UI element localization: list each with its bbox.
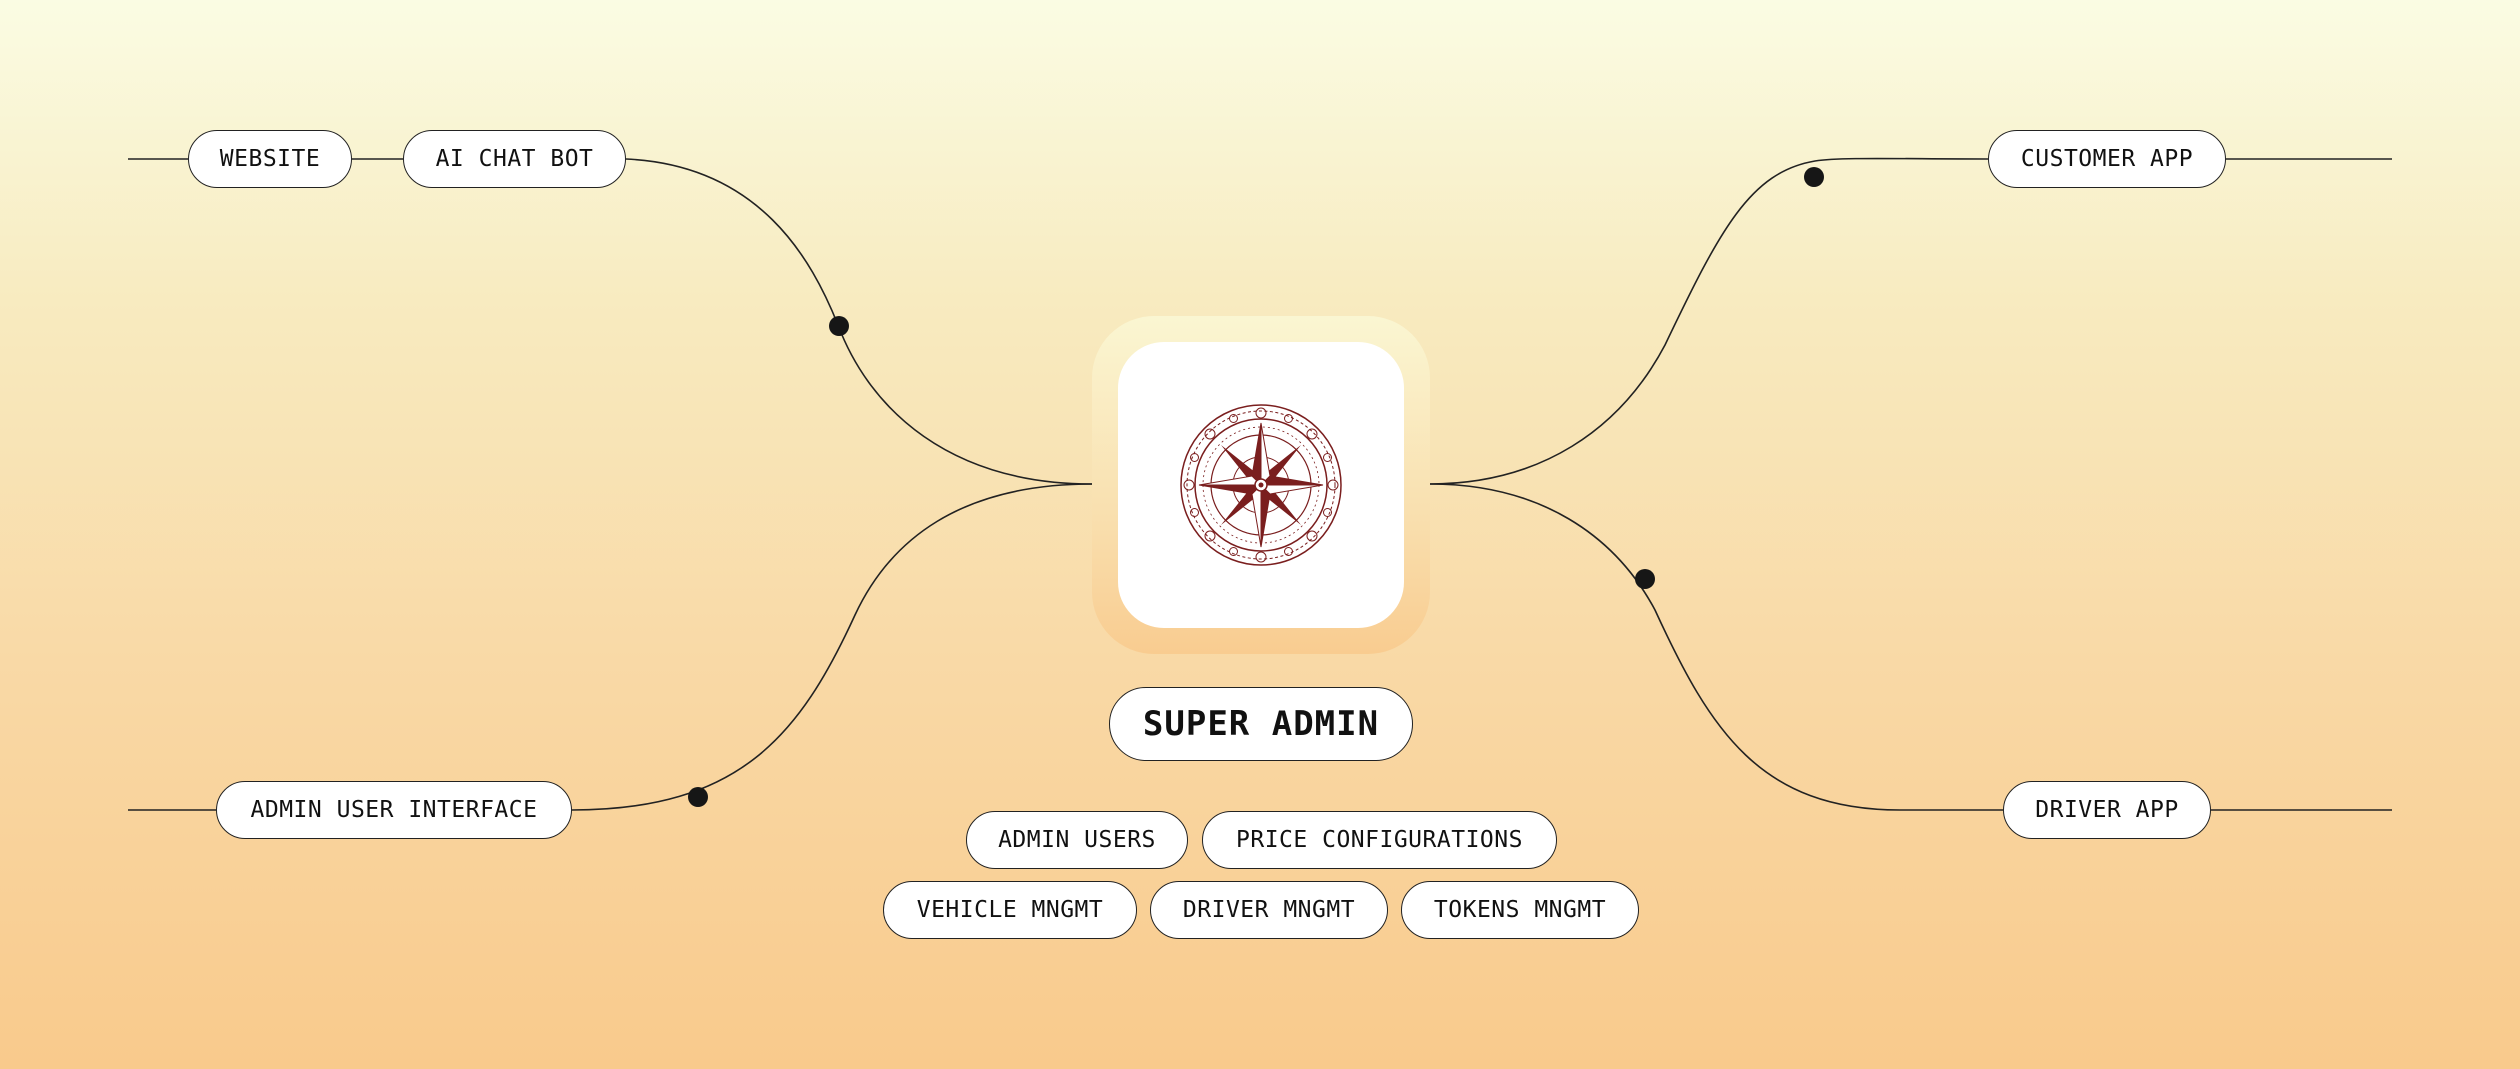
module-tokens-mngmt: TOKENS MNGMT xyxy=(1401,881,1639,939)
super-admin-label: SUPER ADMIN xyxy=(1109,687,1413,761)
module-price-configurations: PRICE CONFIGURATIONS xyxy=(1202,811,1557,869)
line-hub-to-admin-ui xyxy=(571,483,1093,811)
admin-user-interface-node: ADMIN USER INTERFACE xyxy=(216,781,572,839)
compass-rose-logo xyxy=(1180,404,1342,566)
connector-dot xyxy=(1804,167,1824,187)
hub-card xyxy=(1092,316,1430,654)
connector-dot xyxy=(829,316,849,336)
line-chatbot-to-hub xyxy=(625,158,1093,485)
module-vehicle-mngmt: VEHICLE MNGMT xyxy=(883,881,1137,939)
line-hub-to-driver xyxy=(1429,483,2003,811)
ai-chat-bot-node: AI CHAT BOT xyxy=(403,130,626,188)
website-node: WEBSITE xyxy=(188,130,352,188)
driver-app-node: DRIVER APP xyxy=(2003,781,2211,839)
module-admin-users: ADMIN USERS xyxy=(966,811,1188,869)
module-driver-mngmt: DRIVER MNGMT xyxy=(1150,881,1388,939)
connector-dot xyxy=(688,787,708,807)
line-hub-to-customer xyxy=(1429,157,1989,485)
customer-app-node: CUSTOMER APP xyxy=(1988,130,2226,188)
hub-logo-panel xyxy=(1118,342,1404,628)
connector-dot xyxy=(1635,569,1655,589)
